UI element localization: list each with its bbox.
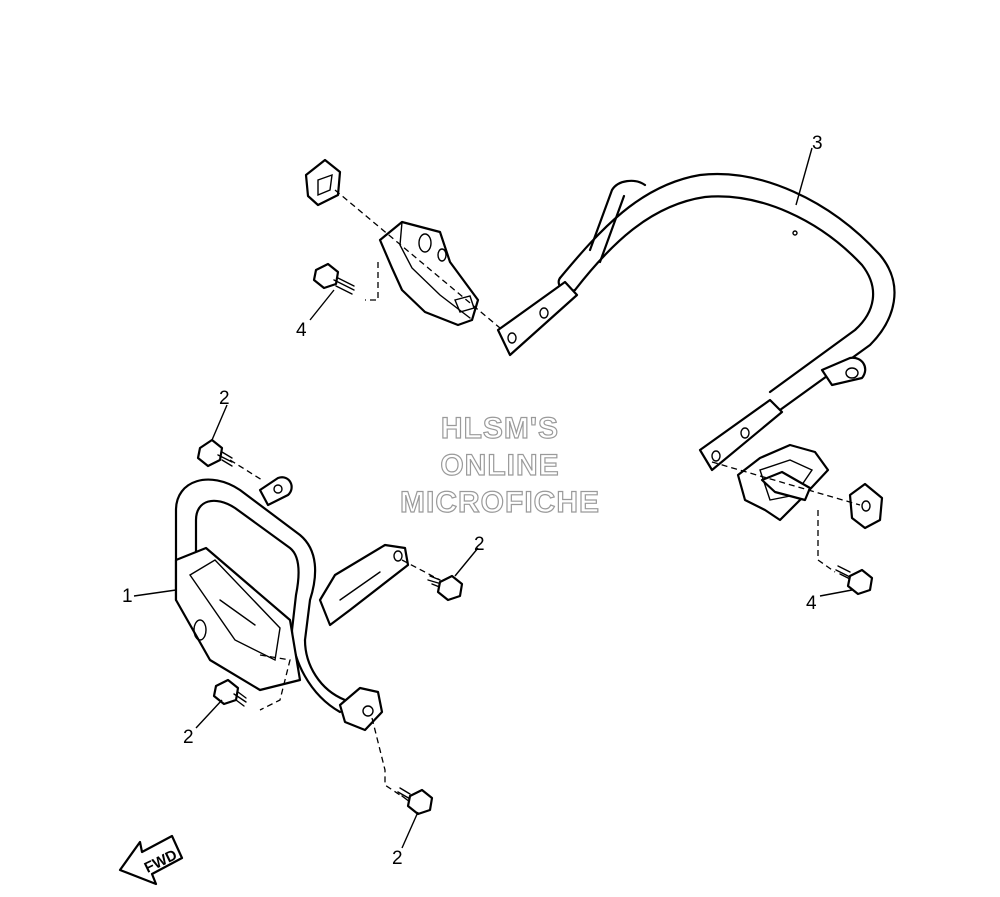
fwd-arrow-icon — [118, 834, 184, 886]
bolt-rear-left[interactable] — [312, 262, 355, 295]
callout-rear-guard: 3 — [812, 133, 823, 154]
callout-bolt-bottom: 2 — [392, 848, 403, 869]
bolt-rear-right[interactable] — [835, 565, 874, 596]
callout-bolt-rear-left: 4 — [296, 320, 307, 341]
callout-bolt-right: 2 — [474, 534, 485, 555]
bolt-bottom[interactable] — [397, 787, 434, 816]
watermark-line-3: MICROFICHE — [400, 486, 600, 519]
callout-labels: 1 2 2 2 2 3 4 4 — [122, 133, 823, 869]
rear-guard-part[interactable] — [496, 173, 896, 472]
rear-left-bracket[interactable] — [304, 158, 501, 329]
bolt-lower-left[interactable] — [212, 678, 247, 707]
callout-bolt-upper: 2 — [219, 388, 230, 409]
watermark: HLSM'S ONLINE MICROFICHE — [399, 411, 600, 519]
bolt-right[interactable] — [427, 574, 464, 602]
watermark-line-1: HLSM'S — [441, 412, 559, 445]
callout-bolt-lower-left: 2 — [183, 727, 194, 748]
forward-direction-indicator: FWD — [118, 834, 184, 886]
leader-lines — [133, 147, 853, 849]
bolt-upper[interactable] — [196, 438, 233, 468]
rear-right-bracket[interactable] — [711, 443, 884, 573]
callout-front-guard: 1 — [122, 586, 133, 607]
callout-bolt-rear-right: 4 — [806, 593, 817, 614]
watermark-line-2: ONLINE — [440, 449, 559, 482]
front-guard-part[interactable] — [174, 459, 441, 796]
